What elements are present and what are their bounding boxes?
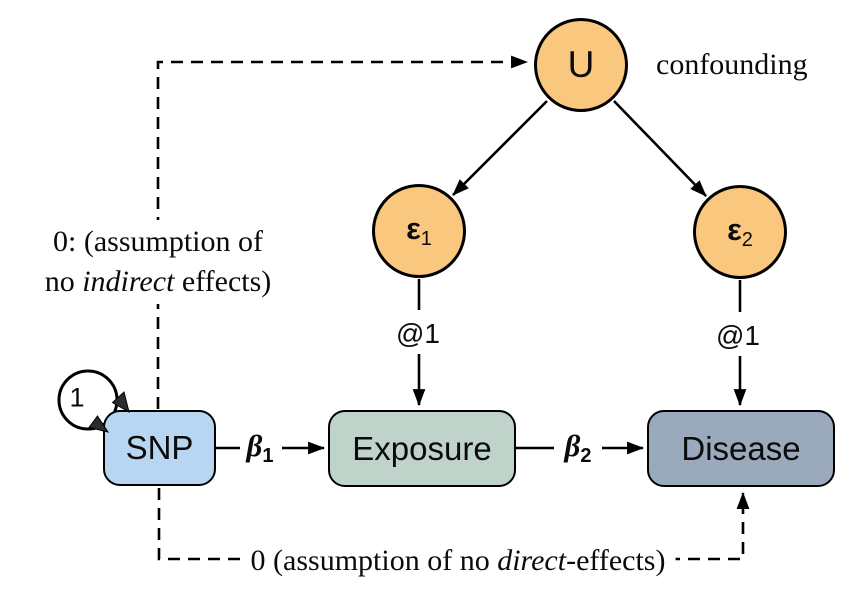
arrow-u-to-eps2 (613, 100, 707, 197)
beta1-label: β1 (246, 428, 274, 467)
beta2-label: β2 (564, 428, 592, 467)
node-exposure-label: Exposure (352, 429, 492, 467)
loading-label-eps2: @1 (716, 320, 760, 351)
node-error-eps1: ε1 (372, 184, 466, 278)
node-snp: SNP (103, 410, 216, 486)
node-disease-label: Disease (681, 429, 801, 467)
no-indirect-line2: no indirect effects) (44, 265, 272, 298)
no-indirect-line1: 0: (assumption of (53, 225, 263, 258)
confounding-label: confounding (656, 48, 808, 81)
node-eps2-label: ε2 (727, 212, 753, 251)
snp-variance-label: 1 (69, 382, 85, 413)
node-eps1-label: ε1 (406, 211, 432, 250)
no-indirect-annotation: 0: (assumption of no indirect effects) (40, 220, 276, 304)
arrow-u-to-eps1 (452, 100, 548, 196)
node-confounder-u: U (534, 18, 628, 112)
loop-arrowhead-top (111, 391, 130, 414)
loading-label-eps1: @1 (396, 318, 440, 349)
node-error-eps2: ε2 (693, 185, 787, 279)
no-direct-annotation: 0 (assumption of no direct-effects) (240, 544, 676, 578)
node-exposure: Exposure (328, 410, 516, 487)
node-u-label: U (567, 44, 595, 85)
node-disease: Disease (647, 410, 835, 487)
node-snp-label: SNP (125, 429, 194, 466)
